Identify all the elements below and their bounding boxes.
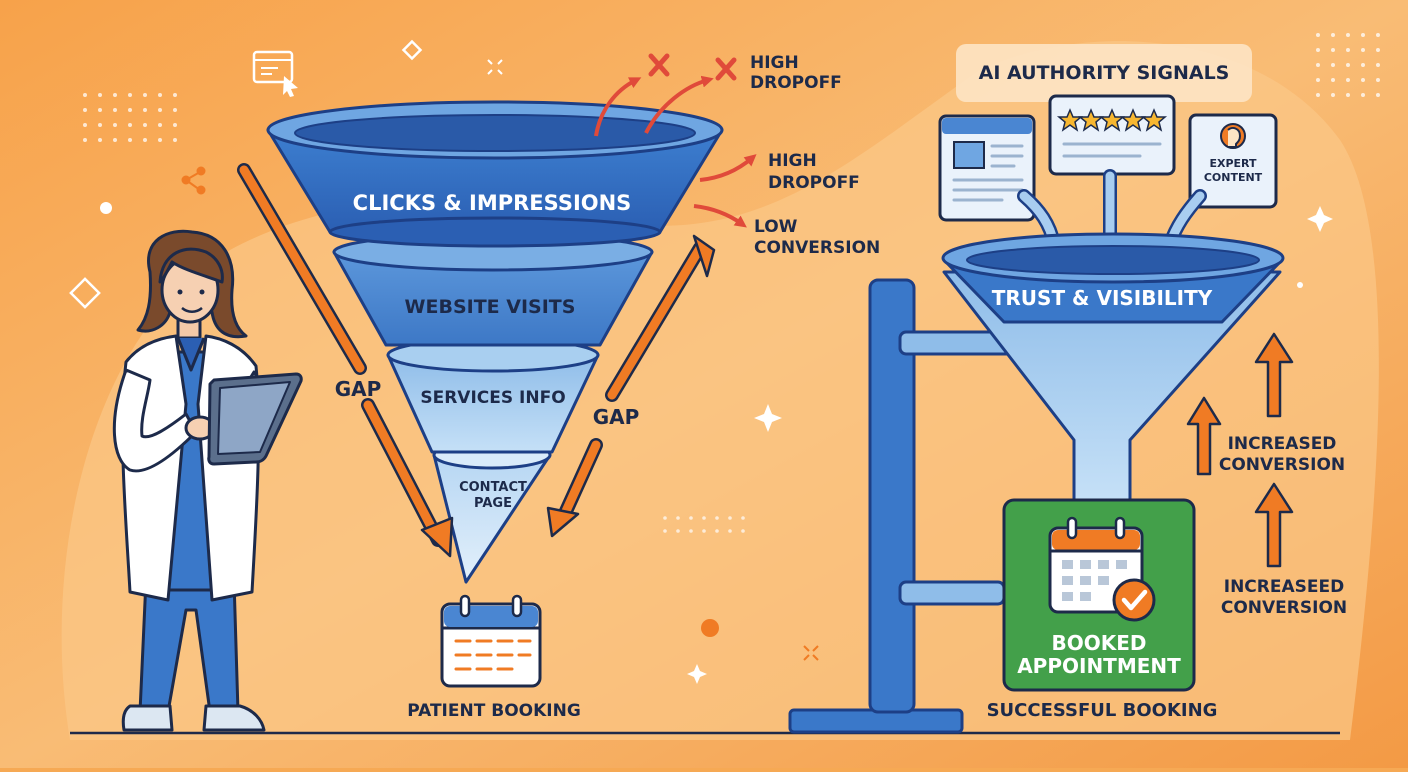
increase-2-line2: CONVERSION: [1221, 598, 1347, 618]
funnel-stand: [788, 278, 1052, 734]
sparkle-icon: [687, 206, 1333, 684]
dropoff-label-1-line1: HIGH: [750, 53, 799, 73]
browser-cursor-icon: [252, 50, 298, 97]
calendar-check-icon: [1048, 516, 1156, 622]
stage-label-visits: WEBSITE VISITS: [405, 296, 576, 318]
increase-1-line1: INCREASED: [1228, 434, 1337, 454]
stage-label-services: SERVICES INFO: [420, 388, 565, 408]
right-funnel: TRUST & VISIBILITY: [941, 232, 1285, 502]
calendar-icon: [440, 594, 542, 688]
burst-decor: [803, 645, 819, 661]
dot-grid-left: [83, 93, 177, 142]
dot-decor: [701, 619, 719, 637]
gap-label-left: GAP: [335, 377, 382, 401]
expert-head-icon: [1220, 123, 1246, 149]
trust-visibility-label: TRUST & VISIBILITY: [992, 286, 1213, 310]
stage-label-clicks: CLICKS & IMPRESSIONS: [353, 191, 632, 215]
web-page-icon: [938, 114, 1036, 222]
left-funnel: CLICKS & IMPRESSIONS WEBSITE VISITS SERV…: [266, 100, 724, 584]
burst-decor: [487, 59, 503, 75]
gap-label-right: GAP: [593, 405, 640, 429]
signals-title: AI AUTHORITY SIGNALS: [979, 62, 1230, 84]
dot-decor: [100, 202, 112, 214]
gap-arrow-right: [546, 234, 716, 538]
booked-line1: BOOKED: [1051, 631, 1146, 655]
low-conversion-line1: LOW: [754, 217, 798, 237]
successful-booking-label: SUCCESSFUL BOOKING: [987, 700, 1218, 721]
increase-arrows: [1186, 332, 1294, 568]
stage-label-page: PAGE: [474, 496, 512, 511]
booked-line2: APPOINTMENT: [1017, 654, 1181, 678]
share-icon: [181, 166, 206, 195]
increase-2-line1: INCREASEED: [1224, 577, 1344, 597]
dropoff-label-2-line1: HIGH: [768, 151, 817, 171]
dot-grid-center: [663, 516, 745, 533]
dropoff-arrow-1: [594, 75, 714, 137]
expert-card-line1: EXPERT: [1209, 157, 1257, 170]
dot-decor: [1297, 282, 1303, 288]
doctor-illustration: [112, 229, 303, 732]
increase-1-line2: CONVERSION: [1219, 455, 1345, 475]
dropoff-arrow-2: [699, 154, 757, 182]
signals-panel: [956, 44, 1252, 102]
expert-card-line2: CONTENT: [1204, 171, 1263, 184]
patient-booking-label: PATIENT BOOKING: [407, 701, 581, 721]
dot-grid-right: [1316, 33, 1380, 97]
diamond-decor: [69, 39, 423, 309]
dropoff-label-2-line2: DROPOFF: [768, 173, 860, 193]
booked-appointment-card: BOOKED APPOINTMENT: [1002, 498, 1196, 692]
low-conversion-line2: CONVERSION: [754, 238, 880, 258]
expert-card: EXPERT CONTENT: [1188, 113, 1278, 209]
stage-label-contact: CONTACT: [459, 480, 527, 495]
star-rating-icon: [1048, 94, 1176, 176]
close-icon: [648, 53, 737, 81]
low-conversion-arrow: [693, 204, 747, 228]
gap-arrow-left: [237, 163, 454, 558]
dropoff-label-1-line2: DROPOFF: [750, 73, 842, 93]
